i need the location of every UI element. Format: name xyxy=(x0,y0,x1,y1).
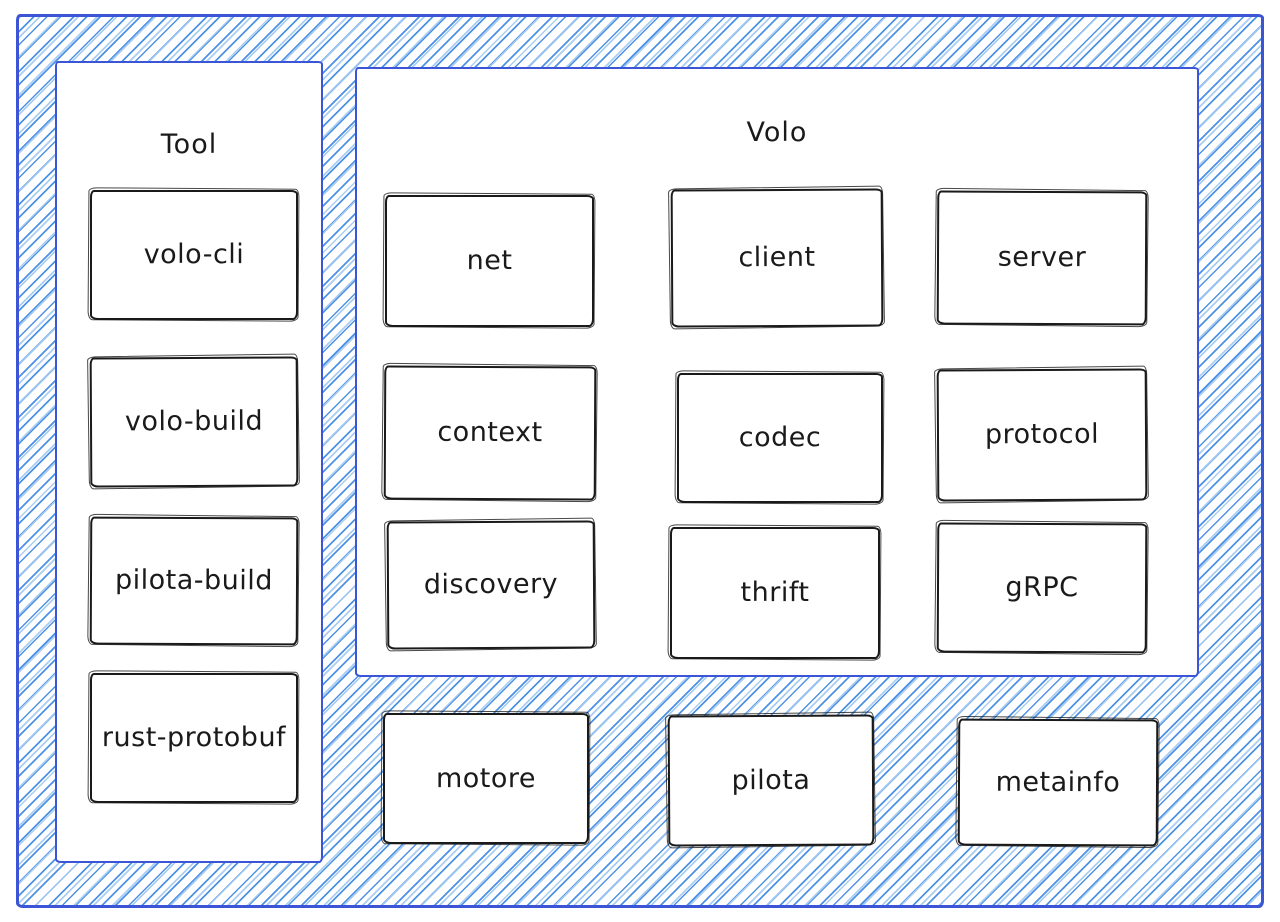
hatched-outer-frame: Tool volo-cli volo-build pilota-build ru… xyxy=(16,14,1264,908)
box-label: pilota xyxy=(731,764,811,796)
box-label: net xyxy=(466,245,513,277)
box-label: volo-cli xyxy=(143,239,245,271)
box-pilota: pilota xyxy=(667,714,875,847)
box-volo-cli: volo-cli xyxy=(90,190,298,320)
box-protocol: protocol xyxy=(936,368,1148,502)
box-label: volo-build xyxy=(124,405,264,438)
box-motore: motore xyxy=(383,713,589,844)
box-discovery: discovery xyxy=(386,520,596,650)
box-label: discovery xyxy=(423,568,559,601)
box-codec: codec xyxy=(677,373,883,503)
box-rust-protobuf: rust-protobuf xyxy=(90,673,298,803)
box-label: codec xyxy=(738,422,822,454)
box-label: rust-protobuf xyxy=(101,722,287,754)
box-label: metainfo xyxy=(995,766,1121,798)
volo-panel: Volo net client server context codec pro… xyxy=(355,67,1199,677)
box-label: server xyxy=(997,241,1087,274)
box-thrift: thrift xyxy=(670,527,880,659)
box-label: motore xyxy=(435,762,537,794)
box-pilota-build: pilota-build xyxy=(89,516,299,646)
box-label: gRPC xyxy=(1005,571,1079,604)
box-metainfo: metainfo xyxy=(957,718,1159,847)
box-net: net xyxy=(385,195,594,327)
box-server: server xyxy=(936,190,1148,326)
box-grpc: gRPC xyxy=(936,522,1148,654)
box-context: context xyxy=(383,365,597,501)
volo-panel-title: Volo xyxy=(746,117,808,148)
box-label: pilota-build xyxy=(114,564,274,597)
box-label: thrift xyxy=(740,577,810,609)
box-label: protocol xyxy=(984,418,1100,451)
box-client: client xyxy=(670,188,884,328)
tool-panel-title: Tool xyxy=(160,129,218,160)
box-label: client xyxy=(738,241,816,274)
box-volo-build: volo-build xyxy=(89,356,299,488)
box-label: context xyxy=(437,416,543,449)
tool-panel: Tool volo-cli volo-build pilota-build ru… xyxy=(55,61,323,863)
